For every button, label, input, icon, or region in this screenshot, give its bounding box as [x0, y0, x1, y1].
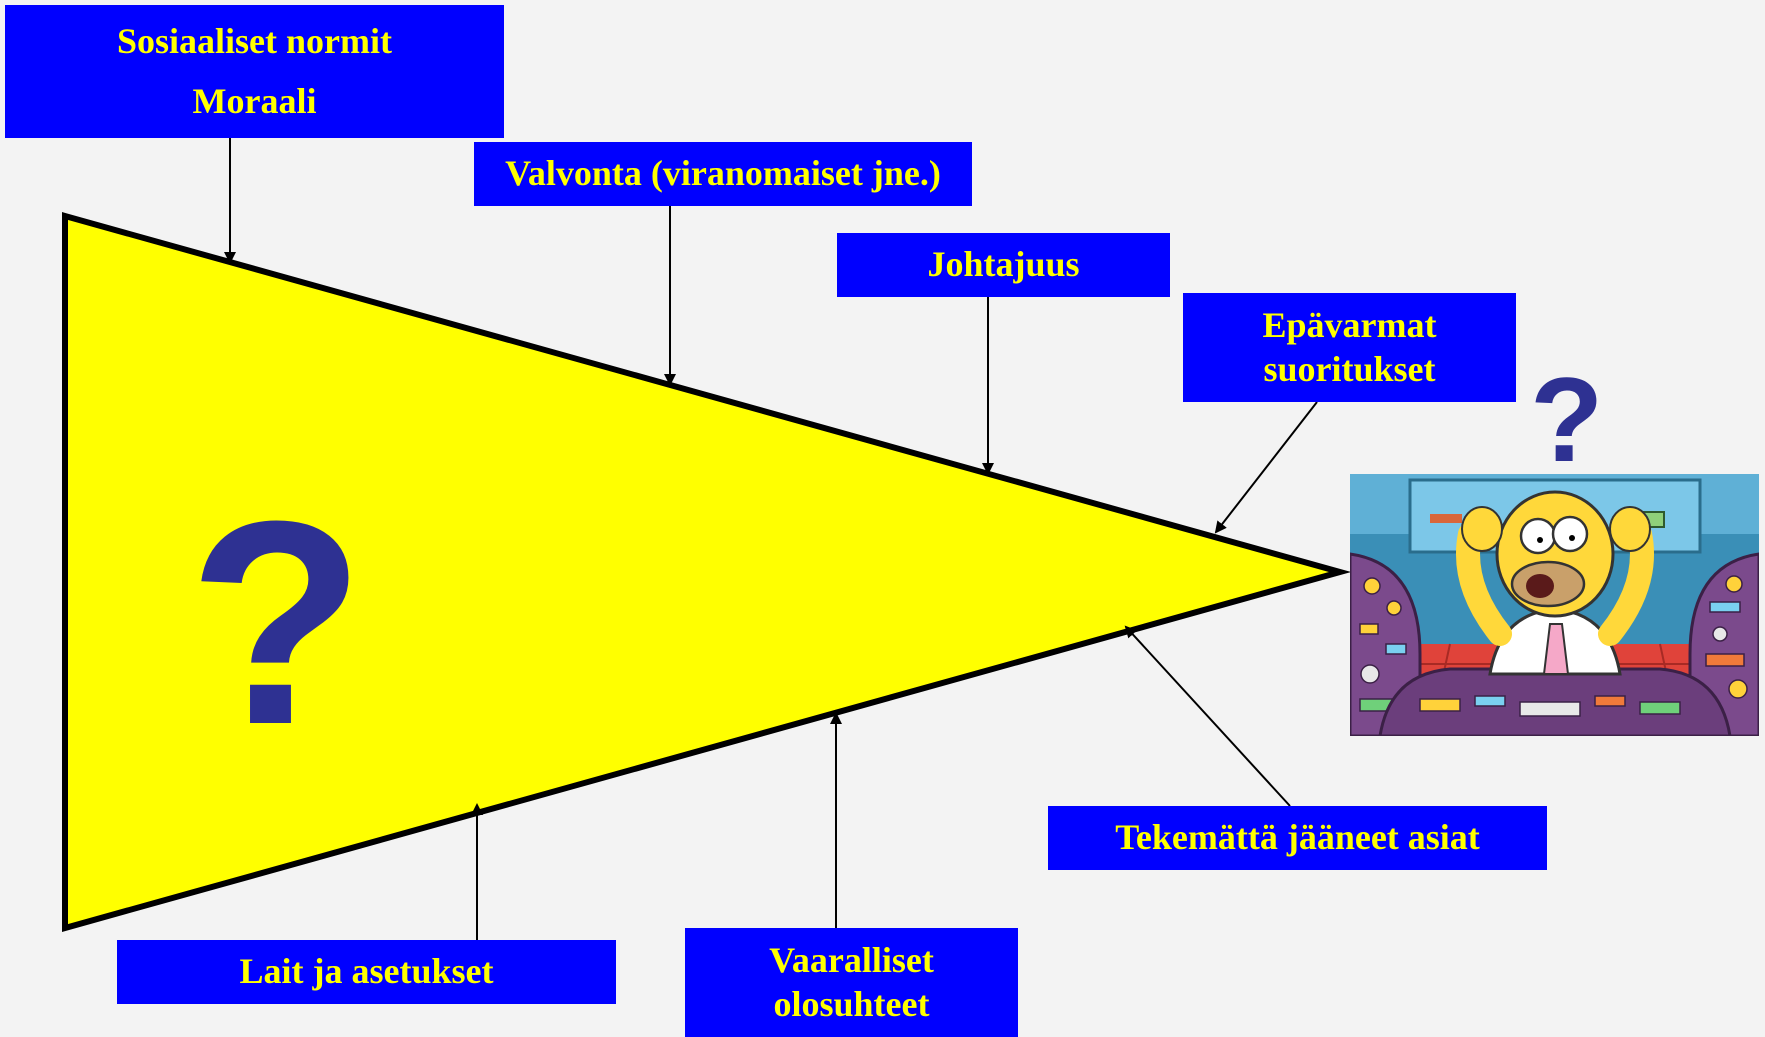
hazardous-conditions-box: Vaaralliset olosuhteet: [685, 928, 1018, 1037]
morality-label: Moraali: [192, 81, 317, 122]
uncertain-performance-label-1: Epävarmat: [1262, 305, 1437, 346]
uncertain-performance-label-2: suoritukset: [1263, 348, 1436, 389]
hazardous-conditions-label-1: Vaaralliset: [769, 940, 934, 981]
leadership-box: Johtajuus: [837, 233, 1170, 297]
supervision-label: Valvonta (viranomaiset jne.): [505, 153, 941, 194]
arrow-uncertain-performance: [1214, 401, 1318, 534]
small-question-mark: ?: [1530, 353, 1604, 487]
hazardous-conditions-label-2: olosuhteet: [773, 983, 930, 1024]
undone-tasks-label: Tekemättä jääneet asiat: [1115, 817, 1480, 858]
leadership-label: Johtajuus: [927, 244, 1080, 285]
undone-tasks-box: Tekemättä jääneet asiat: [1048, 806, 1547, 870]
yellow-funnel-triangle: [62, 212, 1352, 932]
supervision-box: Valvonta (viranomaiset jne.): [474, 142, 972, 206]
laws-box: Lait ja asetukset: [117, 940, 616, 1004]
social-norms-box: Sosiaaliset normit Moraali: [5, 5, 504, 138]
uncertain-performance-box: Epävarmat suoritukset: [1183, 293, 1516, 402]
arrow-undone-tasks: [1124, 625, 1291, 807]
social-norms-label: Sosiaaliset normit: [117, 20, 392, 61]
panicking-operator-illustration: [1350, 474, 1759, 736]
laws-label: Lait ja asetukset: [239, 951, 494, 992]
big-question-mark: ?: [188, 461, 366, 785]
